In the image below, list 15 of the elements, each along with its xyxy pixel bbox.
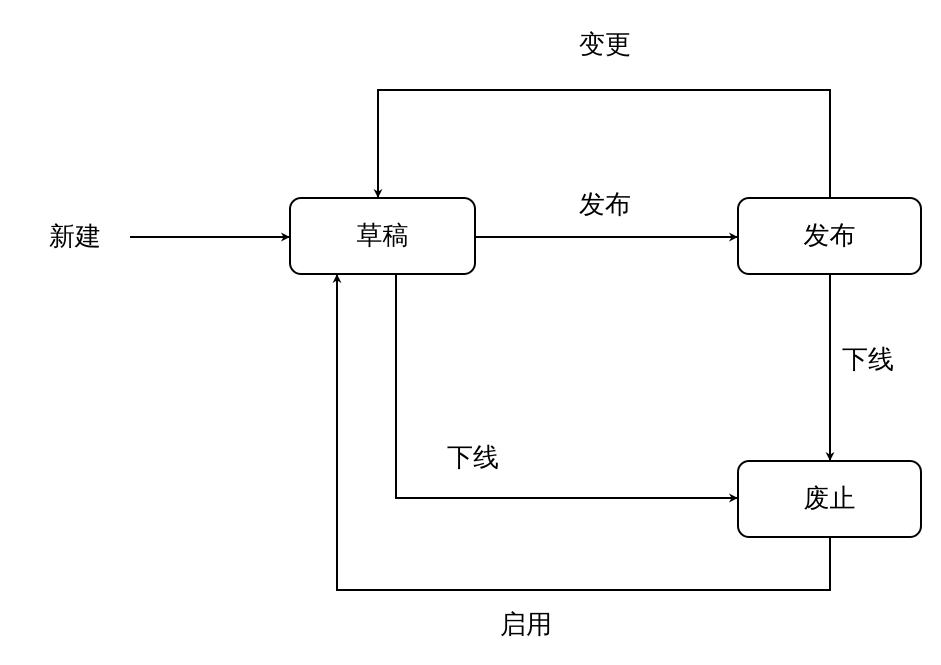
- edge-label: 下线: [842, 347, 894, 373]
- arrow: [332, 274, 831, 591]
- edge-label: 发布: [579, 192, 631, 218]
- state-box: 草稿: [289, 197, 476, 275]
- edge-label: 下线: [447, 445, 499, 471]
- state-box: 废止: [737, 460, 922, 538]
- edge-label: 启用: [500, 612, 552, 638]
- arrow: [374, 89, 831, 198]
- arrow: [130, 232, 290, 242]
- state-label: 新建: [20, 212, 130, 262]
- arrow: [826, 275, 834, 461]
- edge-label: 变更: [579, 32, 631, 58]
- arrow: [476, 232, 738, 242]
- state-box: 发布: [737, 197, 922, 275]
- arrow: [395, 275, 738, 502]
